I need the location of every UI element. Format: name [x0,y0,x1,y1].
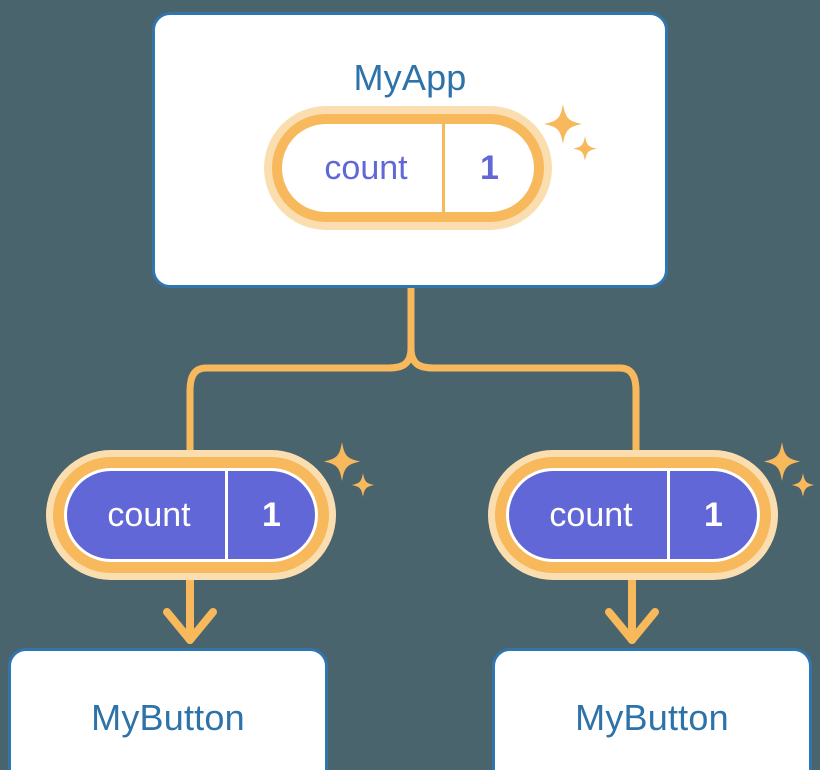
state-pill-right[interactable]: count 1 [488,450,778,580]
connector-branch-right [407,344,640,456]
state-pill-label: count [324,148,408,187]
button-card-right[interactable]: MyButton [492,648,812,770]
arrow-head-right [605,608,659,644]
button-card-title: MyButton [91,697,245,738]
pill-inner: count 1 [282,124,534,212]
pill-divider [667,471,670,559]
state-pill-value: 1 [480,148,499,187]
sparkle-icon [544,104,597,161]
connector-branch-left [186,344,415,456]
state-pill-value: 1 [262,495,281,534]
arrow-head-left [163,608,217,644]
pill-inner: count 1 [67,471,315,559]
pill-divider [442,124,445,212]
button-card-left[interactable]: MyButton [8,648,328,770]
app-card-title: MyApp [353,57,467,98]
pill-divider [225,471,228,559]
state-pill-app[interactable]: count 1 [264,106,552,230]
state-pill-label: count [107,495,191,534]
state-pill-left[interactable]: count 1 [46,450,336,580]
state-pill-label: count [549,495,633,534]
state-pill-value: 1 [704,495,723,534]
sparkle-icon [764,442,815,497]
button-card-title: MyButton [575,697,729,738]
sparkle-icon [324,442,375,497]
pill-inner: count 1 [509,471,757,559]
